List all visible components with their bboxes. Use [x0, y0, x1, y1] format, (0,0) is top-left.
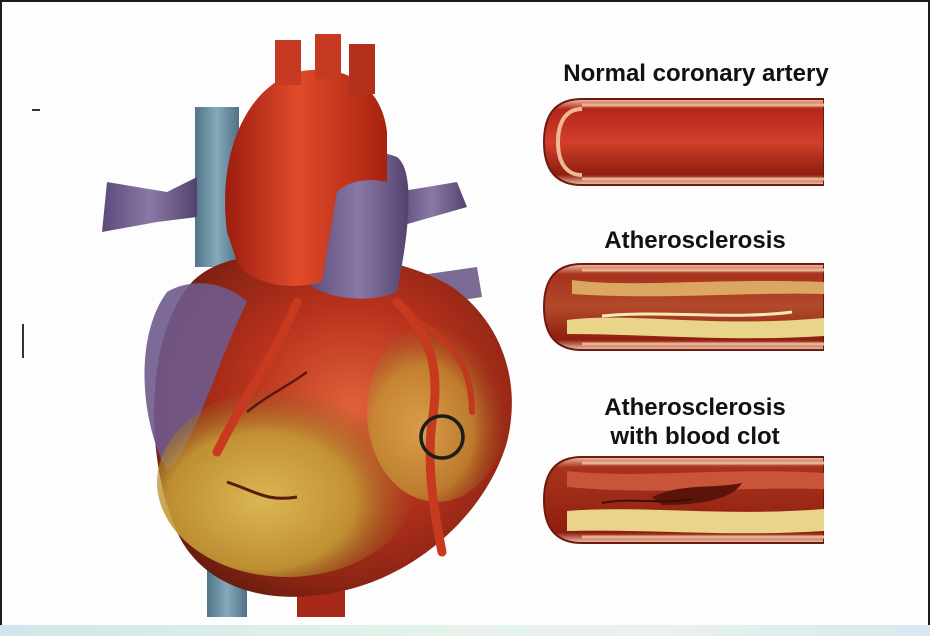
bottom-strip: [0, 625, 930, 636]
margin-tick-side: [22, 324, 24, 358]
label-athero-clot-line2: with blood clot: [590, 423, 800, 451]
label-normal-artery: Normal coronary artery: [544, 60, 848, 88]
aorta-branch-1: [275, 40, 301, 85]
label-athero-clot-line1: Atherosclerosis: [590, 394, 800, 422]
aorta-branch-2: [315, 34, 341, 79]
artery-normal-icon: [542, 95, 824, 189]
margin-tick-top: [32, 109, 40, 111]
aorta-branch-3: [349, 44, 375, 94]
label-atherosclerosis: Atherosclerosis: [590, 227, 800, 255]
artery-clot-icon: [542, 453, 824, 547]
heart-illustration: [97, 32, 537, 617]
pulmonary-vein-left: [102, 177, 197, 232]
artery-plaque-icon: [542, 260, 824, 354]
